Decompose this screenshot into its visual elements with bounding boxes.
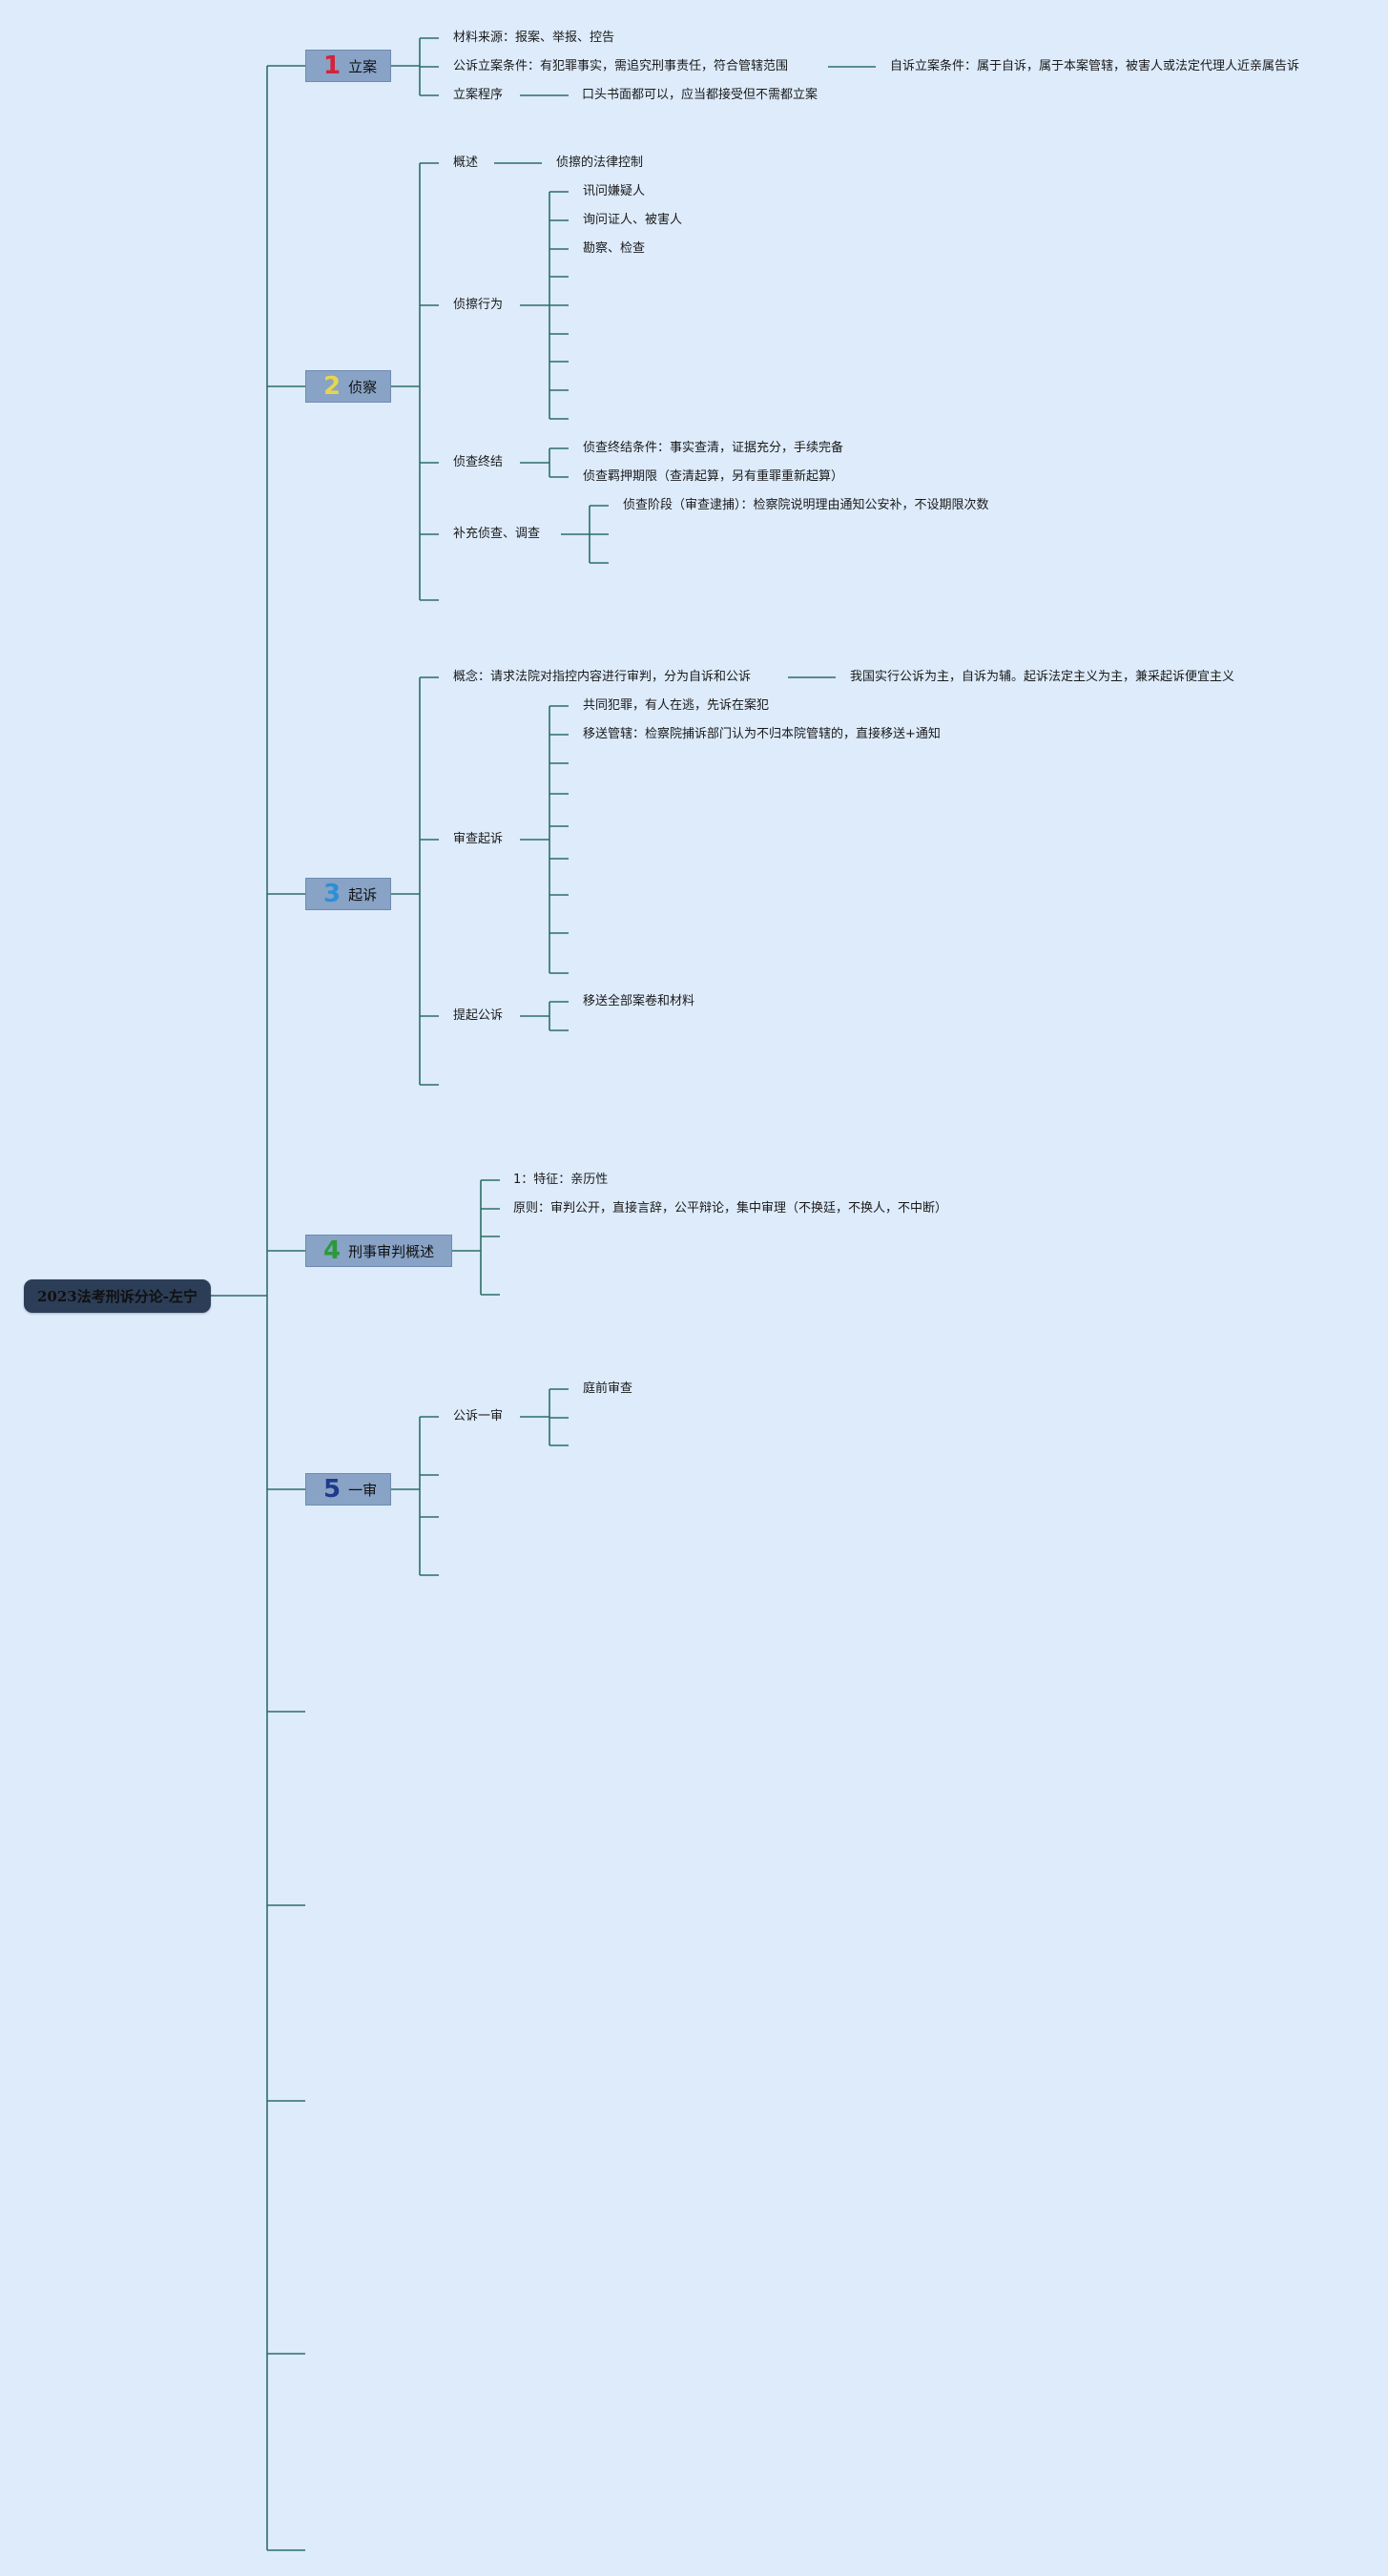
branch-1-item-2-child[interactable]: 自诉立案条件：属于自诉，属于本案管辖，被害人或法定代理人近亲属告诉 <box>890 59 1300 73</box>
number-5-icon: 5 <box>323 1475 342 1504</box>
branch-5-pretrial-review[interactable]: 庭前审查 <box>583 1381 633 1396</box>
branch-4-label: 刑事审判概述 <box>348 1242 435 1260</box>
root-topic[interactable]: 2023法考刑诉分论-左宁 <box>24 1279 211 1313</box>
branch-5-label: 一审 <box>348 1481 378 1499</box>
branch-1-item-2[interactable]: 公诉立案条件：有犯罪事实，需追究刑事责任，符合管辖范围 <box>453 59 789 73</box>
number-4-icon: 4 <box>323 1236 342 1265</box>
branch-4-item-1[interactable]: 1：特征：亲历性 <box>513 1173 609 1187</box>
branch-2-label: 侦察 <box>348 378 378 396</box>
branch-3-prosecute-1[interactable]: 移送全部案卷和材料 <box>583 994 695 1008</box>
branch-4-topic[interactable]: 4 刑事审判概述 <box>305 1235 452 1267</box>
branch-1-topic[interactable]: 1 立案 <box>305 50 391 82</box>
number-2-icon: 2 <box>323 372 342 401</box>
branch-4-item-2[interactable]: 原则：审判公开，直接言辞，公平辩论，集中审理（不换廷，不换人，不中断） <box>513 1201 948 1215</box>
branch-3-review-2[interactable]: 移送管辖：检察院捕诉部门认为不归本院管辖的，直接移送+通知 <box>583 727 941 741</box>
branch-2-conclusion-1[interactable]: 侦查终结条件：事实查清，证据充分，手续完备 <box>583 441 844 455</box>
branch-3-item-review[interactable]: 审查起诉 <box>453 832 504 846</box>
number-1-icon: 1 <box>323 52 342 80</box>
branch-1-label: 立案 <box>348 57 378 75</box>
branch-2-item-supplementary[interactable]: 补充侦查、调查 <box>453 527 541 541</box>
branch-5-topic[interactable]: 5 一审 <box>305 1473 391 1506</box>
branch-2-topic[interactable]: 2 侦察 <box>305 370 391 403</box>
branch-2-act-1[interactable]: 讯问嫌疑人 <box>583 184 646 198</box>
branch-2-item-investigation-acts[interactable]: 侦擦行为 <box>453 298 504 312</box>
branch-3-topic[interactable]: 3 起诉 <box>305 878 391 910</box>
branch-1-item-1[interactable]: 材料来源：报案、举报、控告 <box>453 31 615 45</box>
branch-2-conclusion-2[interactable]: 侦查羁押期限（查清起算，另有重罪重新起算） <box>583 469 844 484</box>
branch-2-item-overview[interactable]: 概述 <box>453 156 479 170</box>
branch-3-item-concept[interactable]: 概念：请求法院对指控内容进行审判，分为自诉和公诉 <box>453 670 752 684</box>
root-topic-label: 2023法考刑诉分论-左宁 <box>37 1288 197 1305</box>
branch-1-item-3-child[interactable]: 口头书面都可以，应当都接受但不需都立案 <box>582 88 818 102</box>
branch-5-item-public-first-instance[interactable]: 公诉一审 <box>453 1409 504 1423</box>
branch-3-item-concept-child[interactable]: 我国实行公诉为主，自诉为辅。起诉法定主义为主，兼采起诉便宜主义 <box>850 670 1235 684</box>
number-3-icon: 3 <box>323 880 342 908</box>
branch-2-item-overview-child[interactable]: 侦擦的法律控制 <box>556 156 644 170</box>
branch-2-supplementary-1[interactable]: 侦查阶段（审查逮捕）：检察院说明理由通知公安补，不设期限次数 <box>623 498 989 512</box>
branch-1-item-3[interactable]: 立案程序 <box>453 88 504 102</box>
branch-3-label: 起诉 <box>348 885 378 904</box>
branch-3-review-1[interactable]: 共同犯罪，有人在逃，先诉在案犯 <box>583 698 770 713</box>
branch-2-act-3[interactable]: 勘察、检查 <box>583 241 646 256</box>
branch-2-item-conclusion[interactable]: 侦查终结 <box>453 455 504 469</box>
branch-2-act-2[interactable]: 询问证人、被害人 <box>583 213 683 227</box>
branch-3-item-prosecute[interactable]: 提起公诉 <box>453 1008 504 1023</box>
